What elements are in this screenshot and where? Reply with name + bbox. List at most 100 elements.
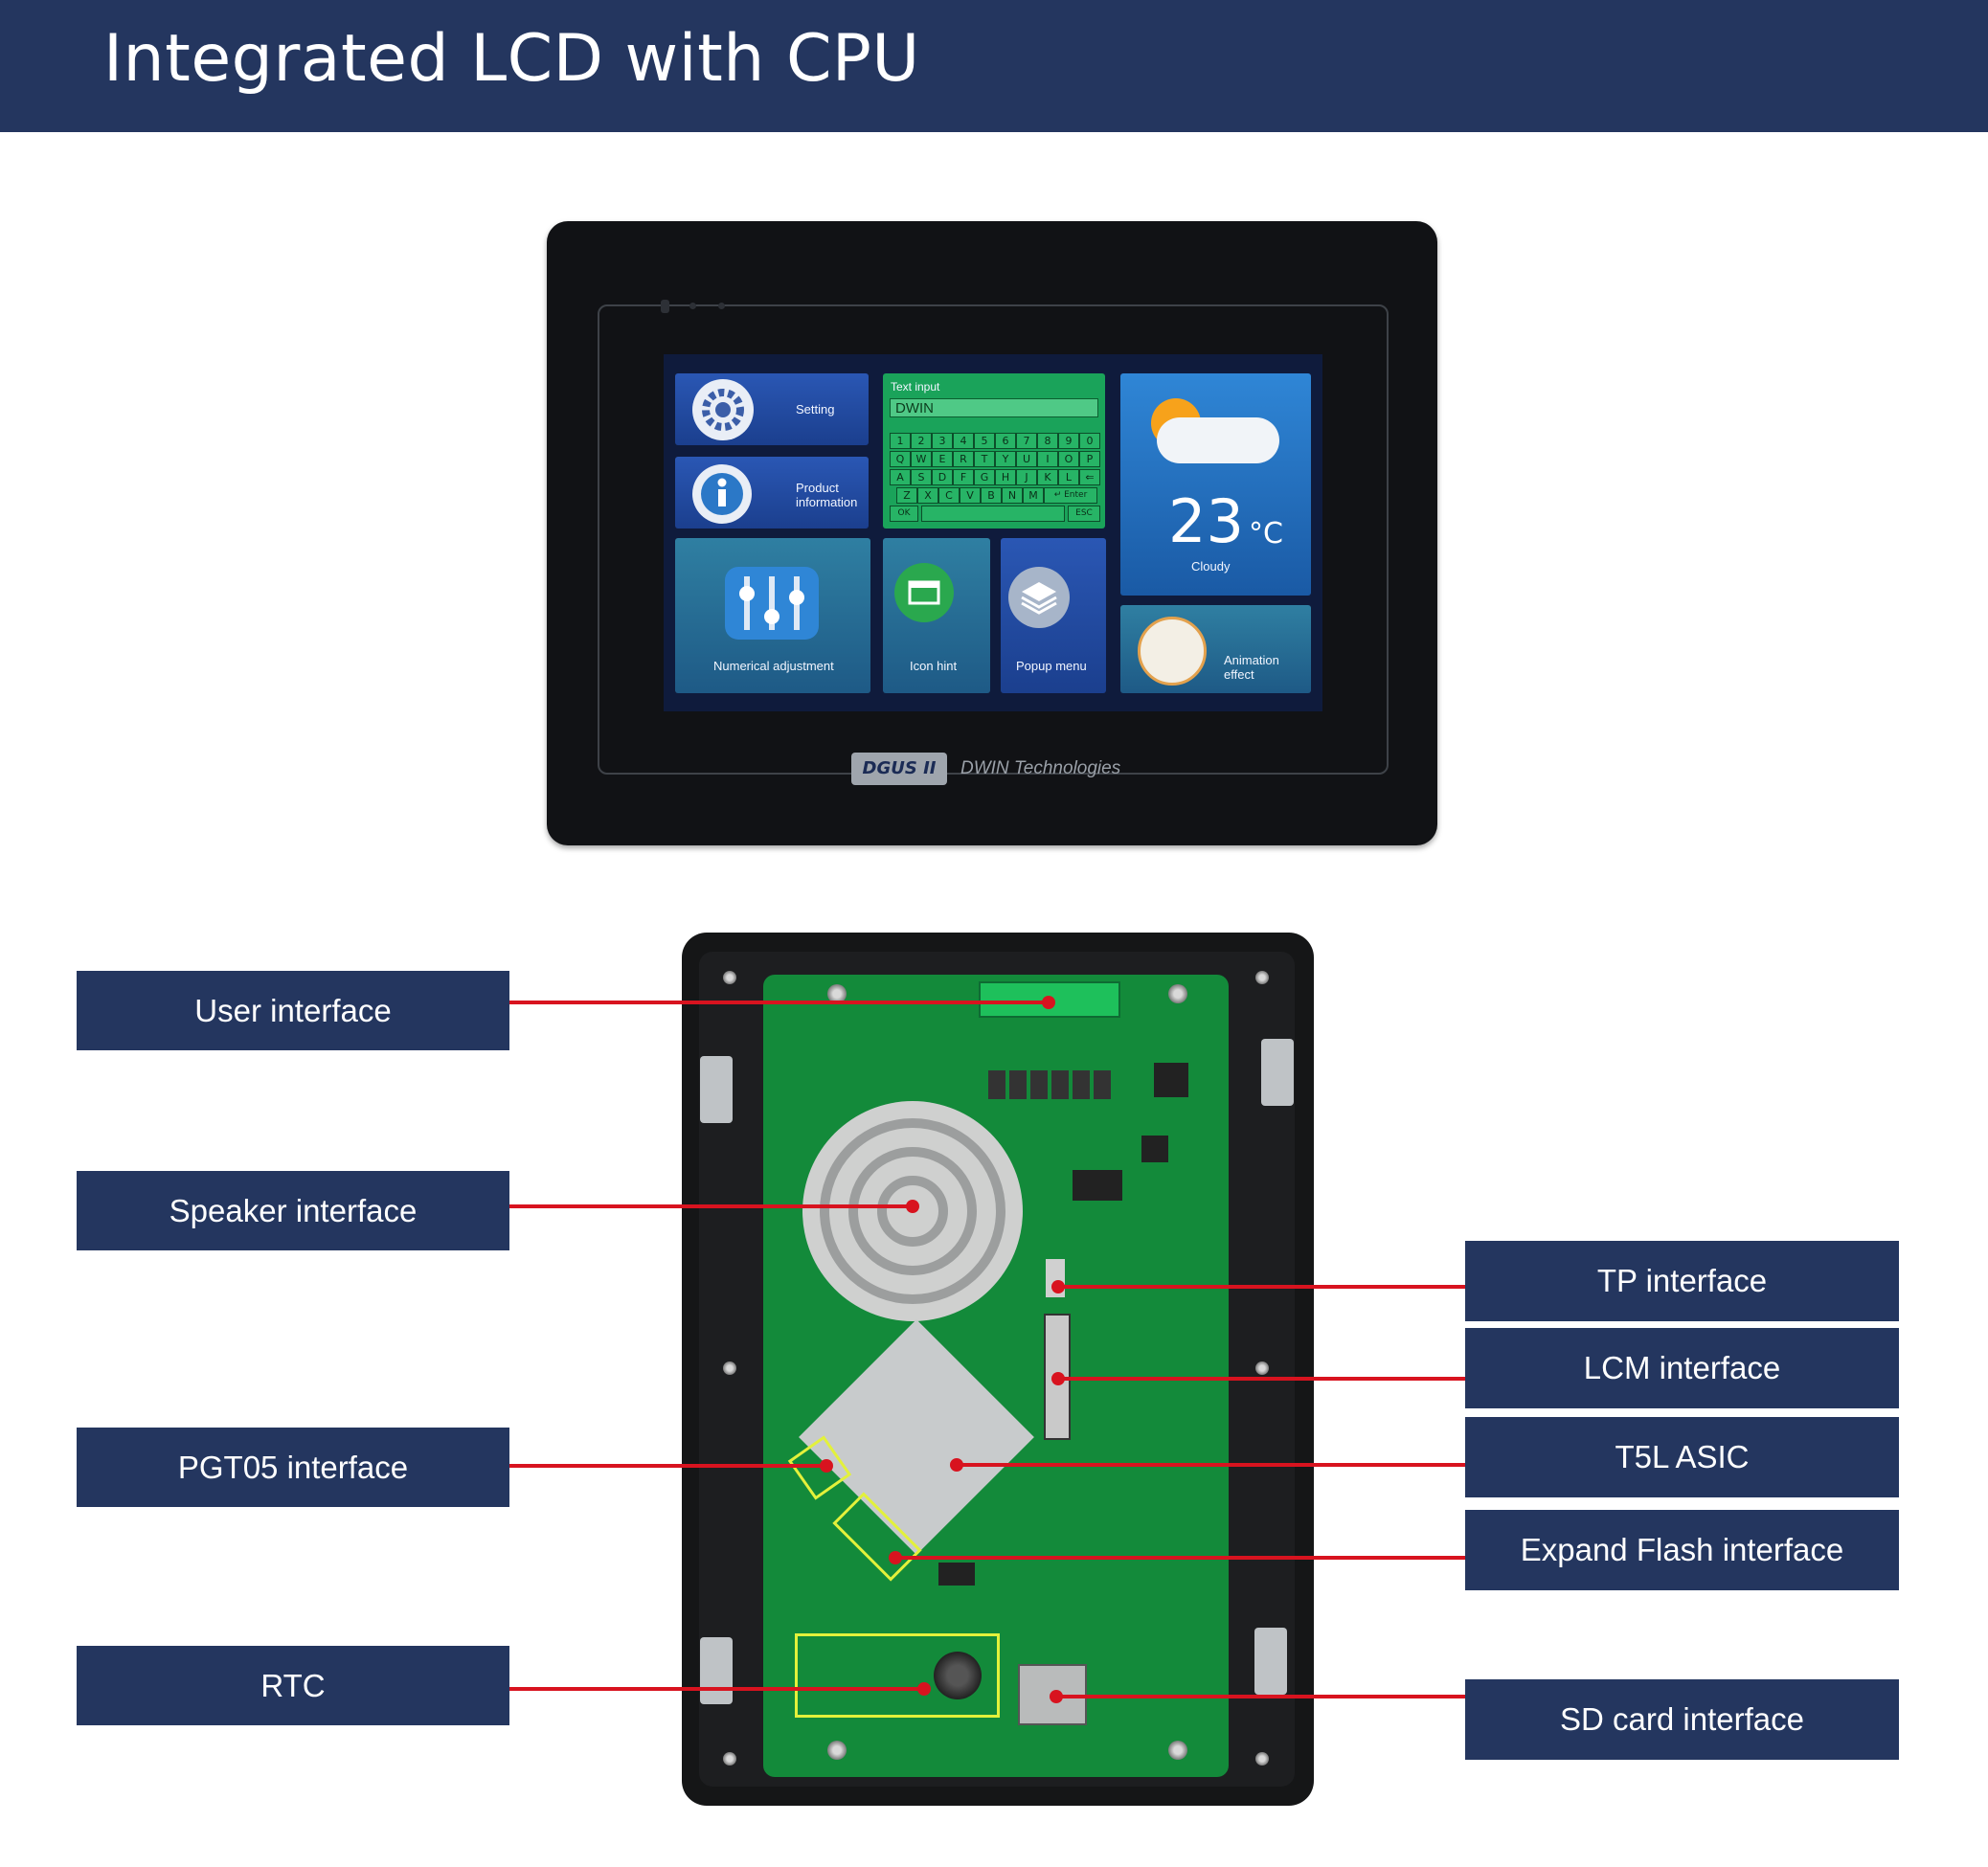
keyboard-key[interactable]: C <box>938 487 960 504</box>
leader-dot <box>1050 1690 1063 1703</box>
keyboard-key[interactable]: M <box>1023 487 1044 504</box>
keyboard-key[interactable]: A <box>890 469 911 485</box>
leader-line <box>894 1556 1465 1560</box>
leader-line <box>1057 1377 1465 1381</box>
keyboard-key[interactable]: 0 <box>1079 433 1100 449</box>
screw-icon <box>1168 1741 1187 1760</box>
keyboard-key[interactable]: R <box>953 451 974 467</box>
leader-line <box>1055 1695 1465 1698</box>
keyboard-key[interactable]: 1 <box>890 433 911 449</box>
mounting-clip <box>700 1637 733 1704</box>
keyboard-key[interactable]: E <box>932 451 953 467</box>
text-input-title: Text input <box>891 380 940 394</box>
lcm-interface-label: LCM interface <box>1465 1328 1899 1408</box>
keyboard-key[interactable]: 9 <box>1058 433 1079 449</box>
sliders-icon <box>725 567 819 640</box>
popup-menu-tile[interactable]: Popup menu <box>1001 538 1106 693</box>
keyboard-key[interactable]: T <box>974 451 995 467</box>
screw-icon <box>1168 984 1187 1003</box>
leader-dot <box>889 1551 902 1564</box>
rtc-highlight <box>795 1633 1000 1718</box>
expand-flash-interface-label: Expand Flash interface <box>1465 1510 1899 1590</box>
keyboard-key[interactable]: Y <box>995 451 1016 467</box>
keyboard-key[interactable]: Z <box>896 487 917 504</box>
keyboard-key[interactable]: X <box>917 487 938 504</box>
keyboard-key[interactable]: H <box>995 469 1016 485</box>
keyboard-key[interactable]: 2 <box>911 433 932 449</box>
ic-chip <box>1073 1170 1122 1201</box>
rtc-battery <box>934 1652 982 1699</box>
popup-menu-label: Popup menu <box>1016 659 1087 673</box>
space-key[interactable] <box>921 506 1065 522</box>
page-title: Integrated LCD with CPU <box>103 21 920 97</box>
keyboard-key[interactable]: W <box>911 451 932 467</box>
keyboard-key[interactable]: D <box>932 469 953 485</box>
keyboard-key[interactable]: O <box>1058 451 1079 467</box>
screw-icon <box>1255 1752 1269 1766</box>
keyboard-key[interactable]: 5 <box>974 433 995 449</box>
screw-icon <box>827 984 847 1003</box>
keyboard-key[interactable]: K <box>1037 469 1058 485</box>
keyboard-key[interactable]: Q <box>890 451 911 467</box>
keyboard-key[interactable]: G <box>974 469 995 485</box>
company-name: DWIN Technologies <box>960 758 1121 778</box>
setting-tile[interactable]: Setting <box>675 373 869 445</box>
leader-line <box>509 1687 923 1691</box>
keyboard-key[interactable]: J <box>1016 469 1037 485</box>
led-icon <box>689 303 696 309</box>
speaker-interface-label: Speaker interface <box>77 1171 509 1250</box>
keyboard-key[interactable]: 7 <box>1016 433 1037 449</box>
lcd-screen: Setting Product information Text input D… <box>664 354 1322 711</box>
keyboard-key[interactable]: S <box>911 469 932 485</box>
numerical-adjustment-label: Numerical adjustment <box>713 659 834 673</box>
user-interface-label: User interface <box>77 971 509 1050</box>
leader-dot <box>950 1458 963 1472</box>
temperature-unit: °C <box>1249 517 1283 551</box>
keyboard-key[interactable]: 4 <box>953 433 974 449</box>
led-icon <box>718 303 725 309</box>
keyboard-key[interactable]: ↵ Enter <box>1044 487 1097 504</box>
keyboard-key[interactable]: N <box>1002 487 1023 504</box>
keyboard-key[interactable]: U <box>1016 451 1037 467</box>
text-input-field[interactable]: DWIN <box>890 398 1098 417</box>
keyboard-key[interactable]: I <box>1037 451 1058 467</box>
mounting-clip <box>1254 1628 1287 1695</box>
product-info-tile[interactable]: Product information <box>675 457 869 529</box>
mounting-clip <box>1261 1039 1294 1106</box>
weather-tile[interactable]: 23 °C Cloudy <box>1120 373 1311 596</box>
keyboard-key[interactable]: 3 <box>932 433 953 449</box>
window-icon <box>894 563 954 622</box>
product-info-label: Product information <box>796 481 858 509</box>
leader-dot <box>906 1200 919 1213</box>
leader-line <box>509 1204 912 1208</box>
keyboard-key[interactable]: 8 <box>1037 433 1058 449</box>
esc-key[interactable]: ESC <box>1068 506 1100 522</box>
keyboard-key[interactable]: P <box>1079 451 1100 467</box>
screw-icon <box>827 1741 847 1760</box>
screw-icon <box>723 971 736 984</box>
component-row <box>988 1070 1113 1099</box>
keyboard-key[interactable]: B <box>981 487 1002 504</box>
gear-icon <box>692 379 754 440</box>
inductor <box>1141 1136 1168 1162</box>
leader-dot <box>1042 996 1055 1009</box>
rtc-label: RTC <box>77 1646 509 1725</box>
animation-effect-tile[interactable]: Animation effect <box>1120 605 1311 693</box>
flash-chip <box>938 1563 975 1586</box>
mounting-clip <box>700 1056 733 1123</box>
animation-effect-label: Animation effect <box>1224 653 1279 682</box>
leader-line <box>509 1001 1048 1004</box>
keyboard-key[interactable]: ⇐ <box>1079 469 1100 485</box>
keyboard-key[interactable]: 6 <box>995 433 1016 449</box>
ok-key[interactable]: OK <box>890 506 918 522</box>
keyboard-key[interactable]: V <box>960 487 981 504</box>
screw-icon <box>723 1752 736 1766</box>
leader-line <box>1057 1285 1465 1289</box>
keyboard-key[interactable]: L <box>1058 469 1079 485</box>
tp-interface-label: TP interface <box>1465 1241 1899 1321</box>
keyboard-key[interactable]: F <box>953 469 974 485</box>
numerical-adjustment-tile[interactable]: Numerical adjustment <box>675 538 870 693</box>
info-icon <box>692 464 752 524</box>
icon-hint-tile[interactable]: Icon hint <box>883 538 990 693</box>
